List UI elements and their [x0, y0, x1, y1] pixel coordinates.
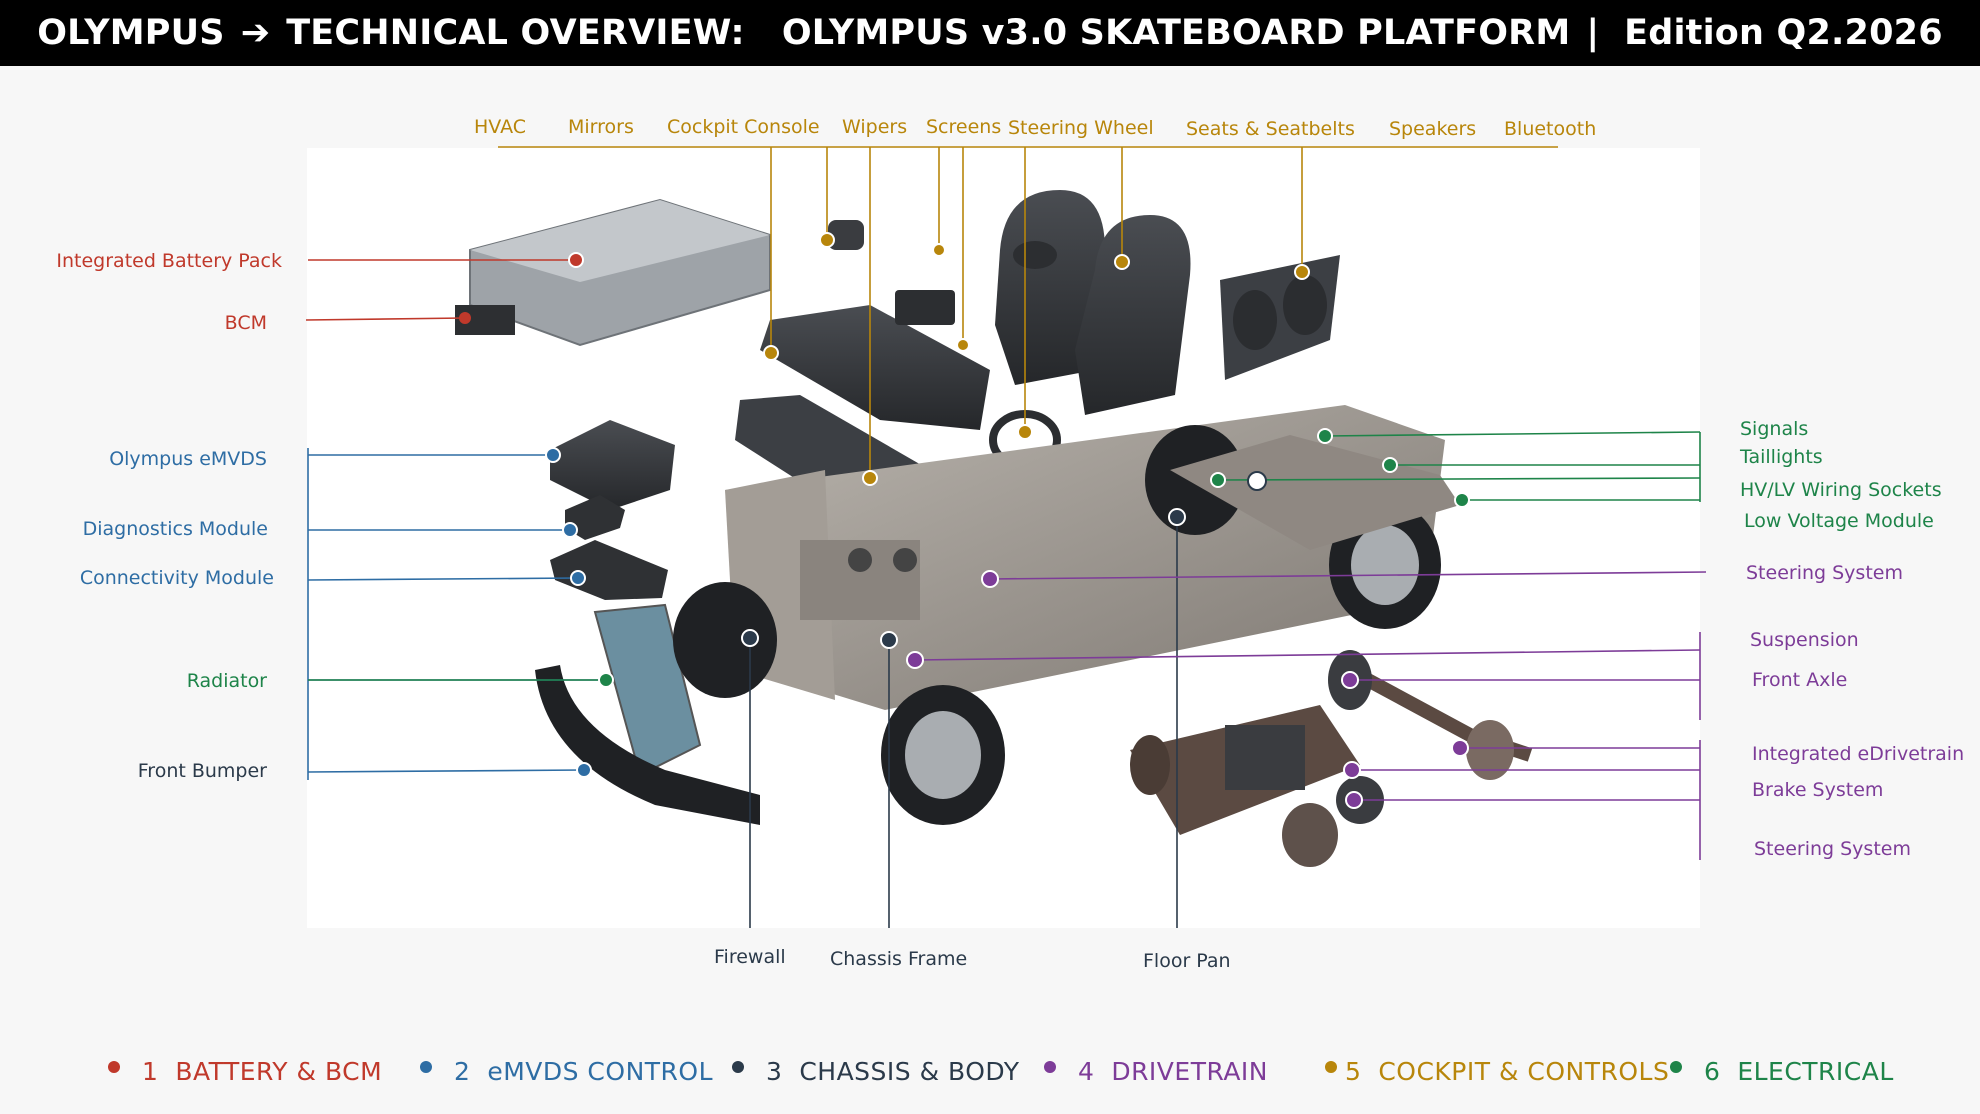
legend-text: eMVDS CONTROL	[487, 1057, 714, 1086]
callout-markers	[545, 232, 1470, 809]
legend-text: DRIVETRAIN	[1111, 1057, 1269, 1086]
label-chassis-frame: Chassis Frame	[830, 948, 968, 970]
door-panel-illustration	[1220, 255, 1340, 380]
label-integrated-battery-pack: Integrated Battery Pack	[56, 250, 282, 272]
legend-text: BATTERY & BCM	[175, 1057, 383, 1086]
label-integrated-edrivetrain: Integrated eDrivetrain	[1752, 743, 1965, 765]
header-title: OLYMPUS ➔ TECHNICAL OVERVIEW: OLYMPUS v3.0…	[29, 13, 1951, 53]
seats-illustration	[995, 190, 1191, 415]
legend-item-electrical: 6 ELECTRICAL	[1670, 1057, 1894, 1086]
label-steering-system-lower: Steering System	[1754, 838, 1911, 860]
control-modules-illustration	[550, 420, 675, 600]
legend-dot-icon	[1325, 1061, 1337, 1073]
legend-item-drivetrain: 4 DRIVETRAIN	[1044, 1057, 1268, 1086]
legend-number: 5	[1345, 1057, 1362, 1086]
label-hv-lv-wiring-sockets: HV/LV Wiring Sockets	[1740, 479, 1942, 501]
legend-number: 4	[1078, 1057, 1095, 1086]
label-brake-system: Brake System	[1752, 779, 1884, 801]
emvds-leader-lines	[307, 448, 606, 780]
label-steering-wheel: Steering Wheel	[1008, 117, 1154, 139]
edition-label: | Edition Q2.2026	[1586, 13, 1943, 53]
legend-number: 6	[1704, 1057, 1721, 1086]
label-radiator: Radiator	[186, 670, 267, 692]
legend-item-cockpit: 5 COCKPIT & CONTROLS	[1325, 1057, 1669, 1086]
label-taillights: Taillights	[1740, 446, 1823, 468]
label-wipers: Wipers	[842, 116, 908, 138]
legend-item-chassis: 3 CHASSIS & BODY	[732, 1057, 1020, 1086]
label-screens: Screens	[926, 116, 1002, 138]
legend-item-emvds: 2 eMVDS CONTROL	[420, 1057, 713, 1086]
cockpit-leader-lines	[498, 146, 1558, 478]
legend-dot-icon	[420, 1061, 432, 1073]
document-title: TECHNICAL OVERVIEW: OLYMPUS v3.0 SKATEBO…	[286, 13, 1571, 53]
legend-dot-icon	[732, 1061, 744, 1073]
electrical-leader-lines	[308, 431, 1701, 681]
label-mirrors: Mirrors	[568, 116, 634, 138]
chassis-leader-lines	[749, 517, 1178, 928]
legend-number: 2	[454, 1057, 471, 1086]
legend-dot-icon	[1044, 1061, 1056, 1073]
legend-text: COCKPIT & CONTROLS	[1378, 1057, 1670, 1086]
legend-number: 3	[766, 1057, 783, 1086]
label-connectivity-module: Connectivity Module	[79, 567, 274, 589]
battery-pack-illustration	[455, 198, 771, 347]
label-suspension: Suspension	[1750, 629, 1859, 651]
drivetrain-leader-lines	[914, 571, 1707, 860]
legend-dot-icon	[108, 1061, 120, 1073]
label-front-bumper: Front Bumper	[137, 760, 267, 782]
brand-name: OLYMPUS	[37, 13, 225, 53]
legend-number: 1	[142, 1057, 159, 1086]
label-speakers: Speakers	[1389, 118, 1477, 140]
legend-text: CHASSIS & BODY	[799, 1057, 1020, 1086]
label-diagnostics-module: Diagnostics Module	[82, 518, 268, 540]
legend-text: ELECTRICAL	[1737, 1057, 1894, 1086]
label-hvac: HVAC	[474, 116, 526, 138]
label-bcm: BCM	[224, 312, 267, 334]
wheels-illustration	[673, 425, 1441, 825]
legend-item-battery: 1 BATTERY & BCM	[108, 1057, 382, 1086]
header-bar: OLYMPUS ➔ TECHNICAL OVERVIEW: OLYMPUS v3.0…	[0, 0, 1980, 66]
label-low-voltage-module: Low Voltage Module	[1744, 510, 1934, 532]
label-steering-system-upper: Steering System	[1746, 562, 1903, 584]
arrow-icon: ➔	[240, 13, 271, 53]
label-seats-seatbelts: Seats & Seatbelts	[1186, 118, 1355, 140]
label-firewall: Firewall	[714, 946, 786, 968]
label-bluetooth: Bluetooth	[1504, 118, 1597, 140]
legend: 1 BATTERY & BCM 2 eMVDS CONTROL 3 CHASSI…	[0, 1052, 1980, 1092]
label-signals: Signals	[1740, 418, 1809, 440]
label-floor-pan: Floor Pan	[1143, 950, 1231, 972]
label-cockpit-console: Cockpit Console	[667, 116, 820, 138]
label-front-axle: Front Axle	[1752, 669, 1848, 691]
drivetrain-illustration	[1130, 650, 1533, 867]
legend-dot-icon	[1670, 1061, 1682, 1073]
battery-leader-lines	[305, 259, 576, 321]
label-olympus-emvds: Olympus eMVDS	[109, 448, 267, 470]
